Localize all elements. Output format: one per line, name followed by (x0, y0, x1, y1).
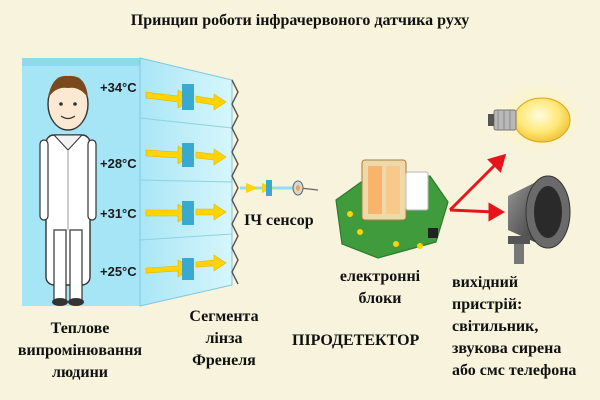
fresnel-divider (139, 117, 233, 129)
person-right-shoe (68, 298, 84, 306)
focus-beam (240, 180, 300, 196)
diagram-title: Принцип роботи інфрачервоного датчика ру… (130, 12, 470, 29)
fresnel-segments (182, 84, 194, 280)
label-line: блоки (358, 290, 402, 307)
fresnel-panel-outline (139, 57, 233, 307)
arrow-head (488, 202, 505, 222)
label-line: випромінювання (17, 342, 143, 359)
arrow-head (487, 153, 507, 173)
temperature-label: +25°C (100, 264, 137, 279)
label-ir-sensor: ІЧ сенсор (244, 212, 314, 229)
board-relay-coil (386, 166, 400, 214)
fresnel-divider (139, 179, 233, 183)
person-panel-top (22, 58, 140, 66)
person-left-arm (39, 139, 49, 221)
focus-block (266, 180, 272, 196)
ir-ray-arrow (195, 93, 227, 111)
fresnel-segment-block (182, 258, 194, 280)
siren-bracket (508, 236, 530, 244)
siren-inner (534, 186, 562, 238)
ir-ray-arrow (195, 148, 227, 166)
person-eye (73, 102, 77, 106)
person-mouth (60, 115, 76, 120)
fresnel-segment-block (182, 201, 194, 225)
board-chip (428, 228, 438, 238)
circuit-board-icon (335, 159, 449, 259)
label-pyrodetector: ПІРОДЕТЕКТОР (292, 332, 420, 349)
label-line: пристрій: (452, 296, 523, 313)
fresnel-segment-block (182, 84, 194, 110)
person-hair (48, 75, 88, 98)
person-eye (59, 102, 63, 106)
label-line: електронні (339, 268, 421, 285)
board-pad (347, 211, 353, 217)
arrow-to-bulb (448, 160, 500, 212)
label-output-device: вихідний пристрій: світильник, звукова с… (452, 272, 600, 382)
person-figure (39, 75, 97, 306)
board-component (405, 171, 429, 211)
person-left-shoe (52, 298, 68, 306)
output-arrows (448, 153, 507, 222)
label-electronic-blocks: електронні блоки (328, 266, 432, 310)
bulb-base (493, 109, 517, 131)
person-collar (52, 134, 84, 151)
ir-ray-arrow (195, 203, 227, 221)
temperature-label: +28°C (100, 156, 137, 171)
label-line: Френеля (192, 352, 256, 369)
bulb-tip (488, 114, 494, 126)
ir-sensor-icon (292, 180, 319, 196)
board-pad (393, 241, 399, 247)
focus-arrow (246, 183, 258, 193)
temperature-label: +34°C (100, 80, 137, 95)
label-line: світильник, (452, 318, 539, 335)
label-line: людини (51, 364, 109, 381)
light-bulb-icon (488, 82, 584, 154)
label-thermal-radiation: Теплове випромінювання людини (0, 318, 160, 384)
label-line: лінза (205, 330, 243, 347)
arrow-to-siren (449, 208, 495, 214)
person-right-leg (69, 229, 83, 301)
label-line: або смс телефона (452, 362, 577, 379)
label-line: звукова сирена (452, 340, 562, 357)
label-fresnel-lens: Сегмента лінза Френеля (178, 306, 270, 372)
board-pad (417, 243, 423, 249)
fresnel-panel (139, 57, 239, 307)
fresnel-segment-block (182, 143, 194, 167)
board-pad (357, 229, 363, 235)
fresnel-lens-icon (231, 79, 239, 285)
board-relay-coil (368, 166, 382, 214)
person-right-arm (87, 139, 97, 221)
temperature-label: +31°C (100, 206, 137, 221)
fresnel-divider (139, 233, 233, 241)
label-line: вихідний (452, 274, 519, 291)
siren-stand (514, 244, 524, 264)
person-left-leg (53, 229, 67, 301)
siren-speaker-icon (508, 175, 571, 264)
sensor-window (296, 185, 300, 191)
ir-rays (145, 89, 227, 278)
ir-ray-arrow (195, 254, 227, 272)
label-line: Сегмента (189, 308, 259, 325)
bulb-glass (513, 97, 571, 143)
label-line: Теплове (50, 320, 110, 337)
